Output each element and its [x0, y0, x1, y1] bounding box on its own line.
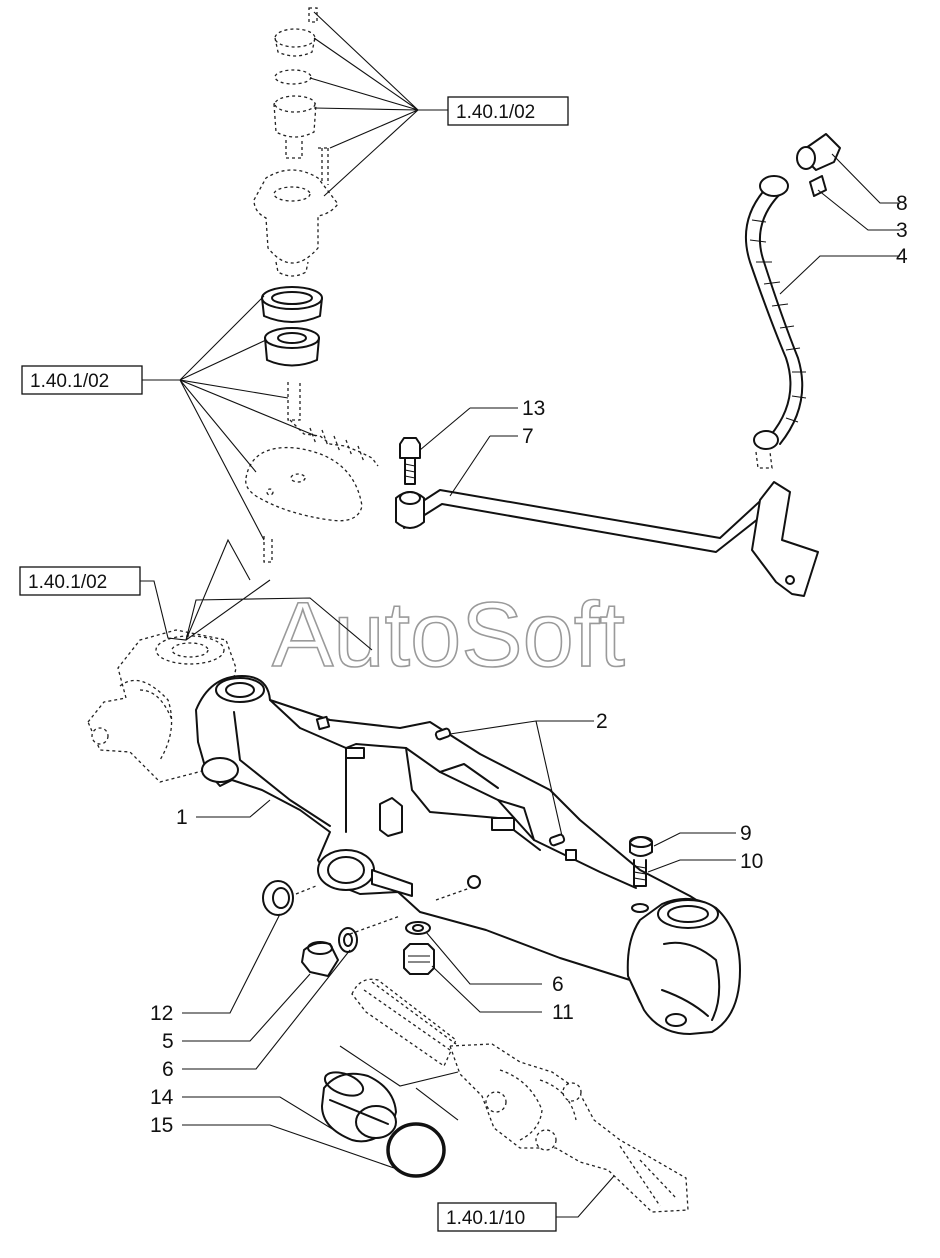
tie-rod	[395, 437, 819, 597]
reference-label: 1.40.1/10	[446, 1208, 525, 1229]
callout-3: 3	[896, 219, 908, 242]
callout-10: 10	[740, 850, 763, 873]
callout-14: 14	[150, 1086, 174, 1109]
callout-numbers: 8 3 4 13 7 2 1 9 10 6 11 12 5 6 14 15	[150, 192, 908, 1137]
callout-2: 2	[596, 710, 608, 733]
front-axle-housing	[195, 675, 741, 1035]
reference-label: 1.40.1/02	[28, 572, 107, 593]
callout-8: 8	[896, 192, 908, 215]
callout-9: 9	[740, 822, 752, 845]
filler-plug	[403, 921, 435, 975]
nut-and-stud	[629, 836, 653, 887]
callout-7: 7	[522, 425, 534, 448]
drive-shaft-ghost	[351, 978, 689, 1213]
callout-12: 12	[150, 1002, 173, 1025]
callout-13: 13	[522, 397, 545, 420]
callout-5: 5	[162, 1030, 174, 1053]
reference-box-left-upper[interactable]: 1.40.1/02	[21, 365, 143, 395]
drain-plug	[301, 927, 358, 977]
shaft-seal	[262, 880, 294, 916]
callout-11: 11	[552, 1001, 574, 1024]
pin-spring-ghost	[287, 382, 379, 467]
leader-lines	[140, 11, 900, 1218]
callout-6-left: 6	[162, 1058, 174, 1081]
watermark-text: AutoSoft	[272, 584, 625, 686]
dowel-pins	[434, 727, 566, 847]
reference-box-left-lower[interactable]: 1.40.1/02	[19, 566, 141, 596]
callout-6-right: 6	[552, 973, 564, 996]
reference-box-bottom[interactable]: 1.40.1/10	[437, 1202, 557, 1232]
hydraulic-hose	[744, 133, 841, 469]
reference-box-top[interactable]: 1.40.1/02	[447, 96, 569, 126]
upper-bearing-parts	[261, 286, 323, 367]
cover-plate-ghost	[245, 446, 363, 563]
callout-1: 1	[176, 806, 188, 829]
assembly-centerline	[295, 885, 471, 935]
reference-label: 1.40.1/02	[456, 102, 535, 123]
callout-15: 15	[150, 1114, 173, 1137]
callout-4: 4	[896, 245, 908, 268]
steering-cylinder-assembly-ghost	[253, 7, 339, 277]
reference-label: 1.40.1/02	[30, 371, 109, 392]
bushing-and-o-ring	[321, 1071, 446, 1178]
